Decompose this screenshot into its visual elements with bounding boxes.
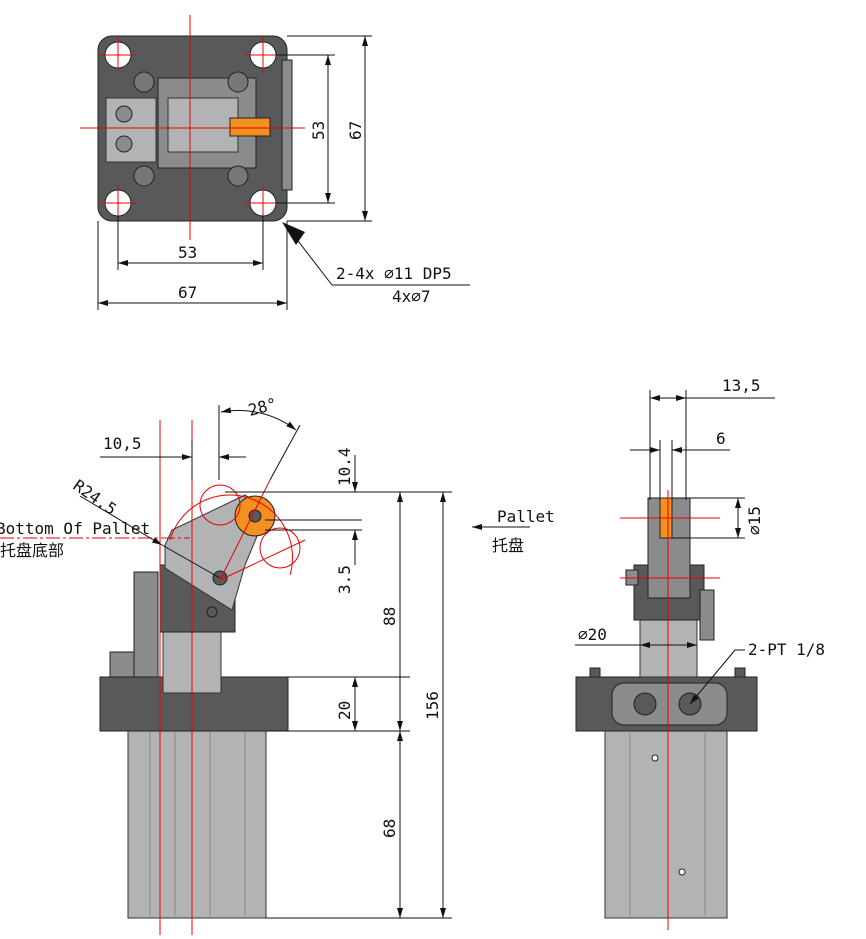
dim-width: 67 <box>178 283 197 302</box>
dim-hole-pitch-h: 53 <box>178 243 197 262</box>
dim-68: 68 <box>380 819 399 838</box>
roller-top <box>229 117 271 137</box>
dim-roller-dia: ∅15 <box>745 506 764 535</box>
pallet-bottom-cn: 托盘底部 <box>0 541 64 560</box>
cylinder-body <box>127 729 267 919</box>
dim-13-5: 13,5 <box>722 376 761 395</box>
hole-callout-2: 4x∅7 <box>392 287 431 306</box>
dim-top: 10.4 <box>335 447 354 486</box>
dim-156: 156 <box>423 691 442 720</box>
pallet-bottom-en: Bottom Of Pallet <box>0 519 150 538</box>
radius-label: R24.5 <box>70 476 120 519</box>
dim-stroke: 3.5 <box>335 565 354 594</box>
dim-height: 67 <box>346 121 365 140</box>
side-view: 13,5 6 ∅15 ∅20 2-PT 1/8 <box>575 376 825 930</box>
offset-label: 10,5 <box>103 434 142 453</box>
port-callout: 2-PT 1/8 <box>748 640 825 659</box>
hole-callout-1: 2-4x ∅11 DP5 <box>336 264 452 283</box>
dim-88: 88 <box>380 607 399 626</box>
side-cylinder <box>604 730 728 919</box>
dim-rod-dia: ∅20 <box>578 625 607 644</box>
pallet-cn: 托盘 <box>492 536 524 555</box>
port-plate <box>611 682 728 726</box>
dim-6: 6 <box>716 429 726 448</box>
dim-20: 20 <box>335 701 354 720</box>
top-view: 53 67 53 67 2-4x ∅11 DP5 4x∅7 <box>80 15 470 310</box>
angle-label: 28° <box>246 394 279 420</box>
front-view: 28° 10,5 R24.5 Bottom Of Pallet 托盘底部 10.… <box>0 394 555 935</box>
dim-hole-pitch-v: 53 <box>309 121 328 140</box>
pallet-en: Pallet <box>497 507 555 526</box>
port-1 <box>633 692 657 716</box>
